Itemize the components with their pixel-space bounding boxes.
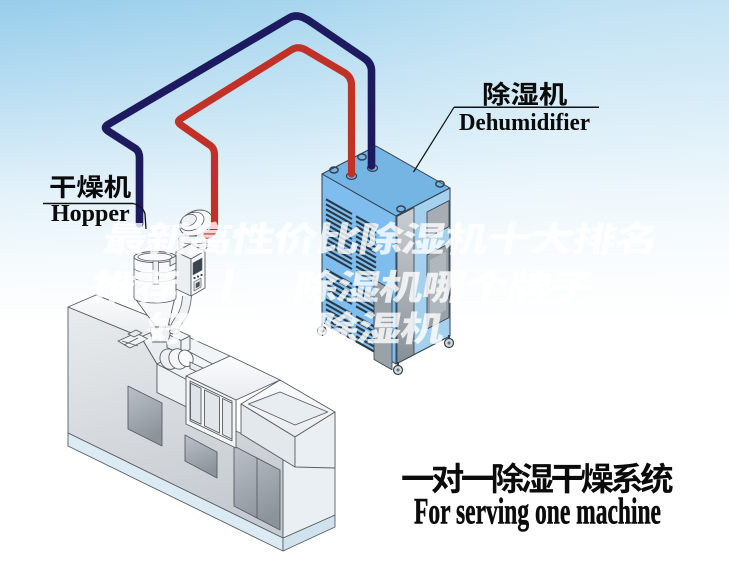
svg-text:Dehumidifier: Dehumidifier — [459, 110, 590, 136]
svg-text:Hopper: Hopper — [51, 201, 130, 227]
svg-text:For serving one machine: For serving one machine — [414, 491, 661, 532]
